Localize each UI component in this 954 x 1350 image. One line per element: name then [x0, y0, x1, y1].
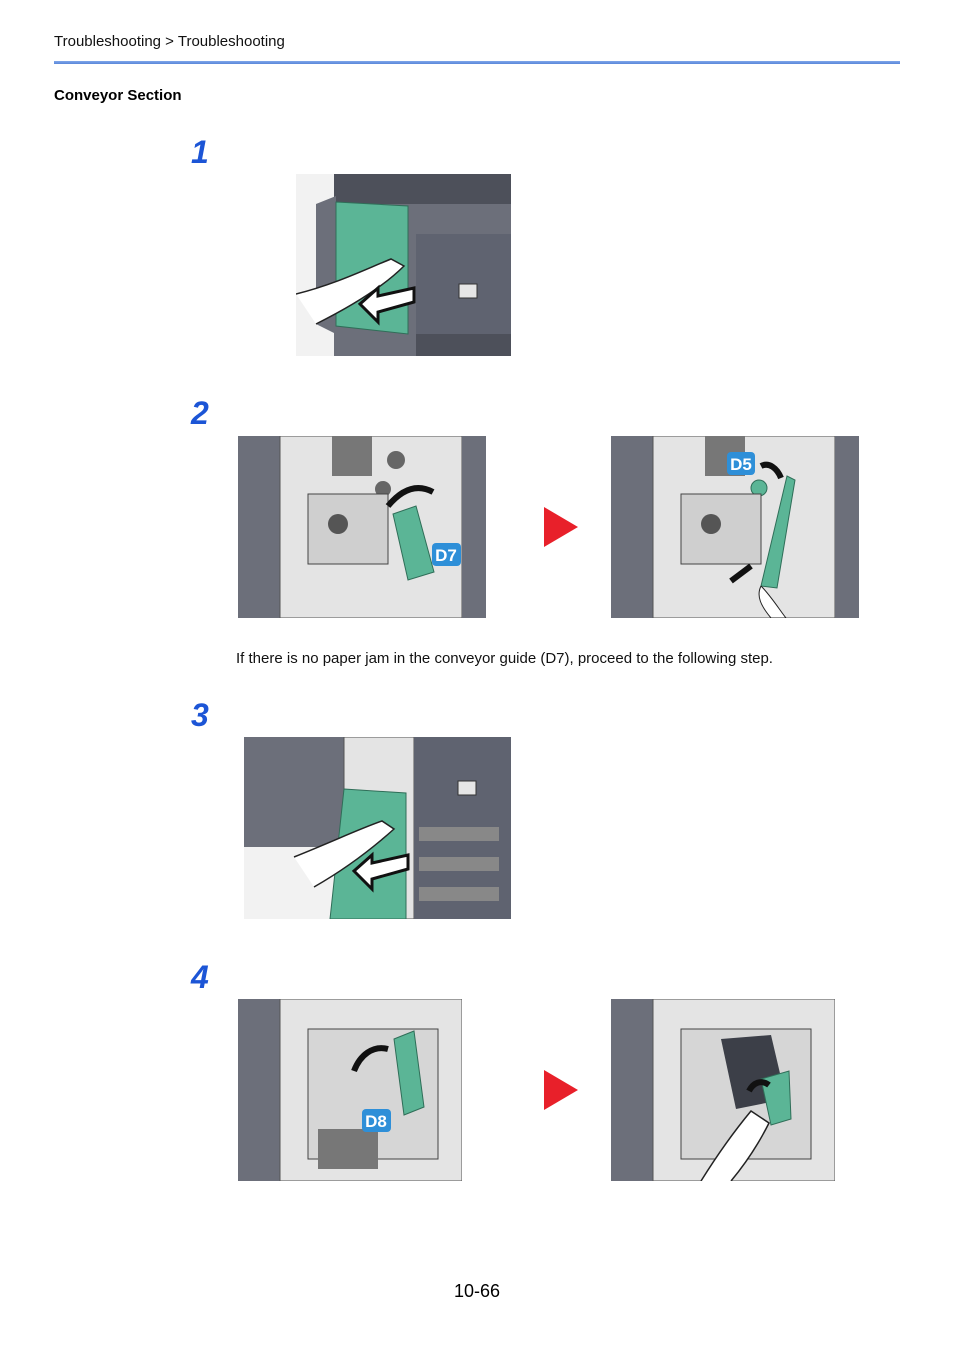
step4-illustration-b	[611, 999, 835, 1181]
step-number-3: 3	[191, 697, 209, 733]
step2-illustration-a: D7	[238, 436, 486, 618]
label-d5: D5	[730, 455, 752, 474]
step-number-1: 1	[191, 134, 209, 170]
next-step-arrow-4	[544, 1070, 578, 1110]
step2-illustration-b: D5	[611, 436, 859, 618]
step3-illustration	[244, 737, 511, 919]
next-step-arrow-2	[544, 507, 578, 547]
step-number-2: 2	[191, 395, 209, 431]
header-rule	[54, 61, 900, 64]
breadcrumb: Troubleshooting > Troubleshooting	[54, 33, 285, 50]
page-number: 10-66	[453, 1281, 501, 1301]
section-title: Conveyor Section	[54, 87, 182, 104]
step1-illustration	[296, 174, 511, 356]
step4-illustration-a: D8	[238, 999, 462, 1181]
step-number-4: 4	[191, 959, 209, 995]
label-d8: D8	[365, 1112, 387, 1131]
label-d7: D7	[435, 546, 457, 565]
step2-note: If there is no paper jam in the conveyor…	[236, 650, 773, 667]
